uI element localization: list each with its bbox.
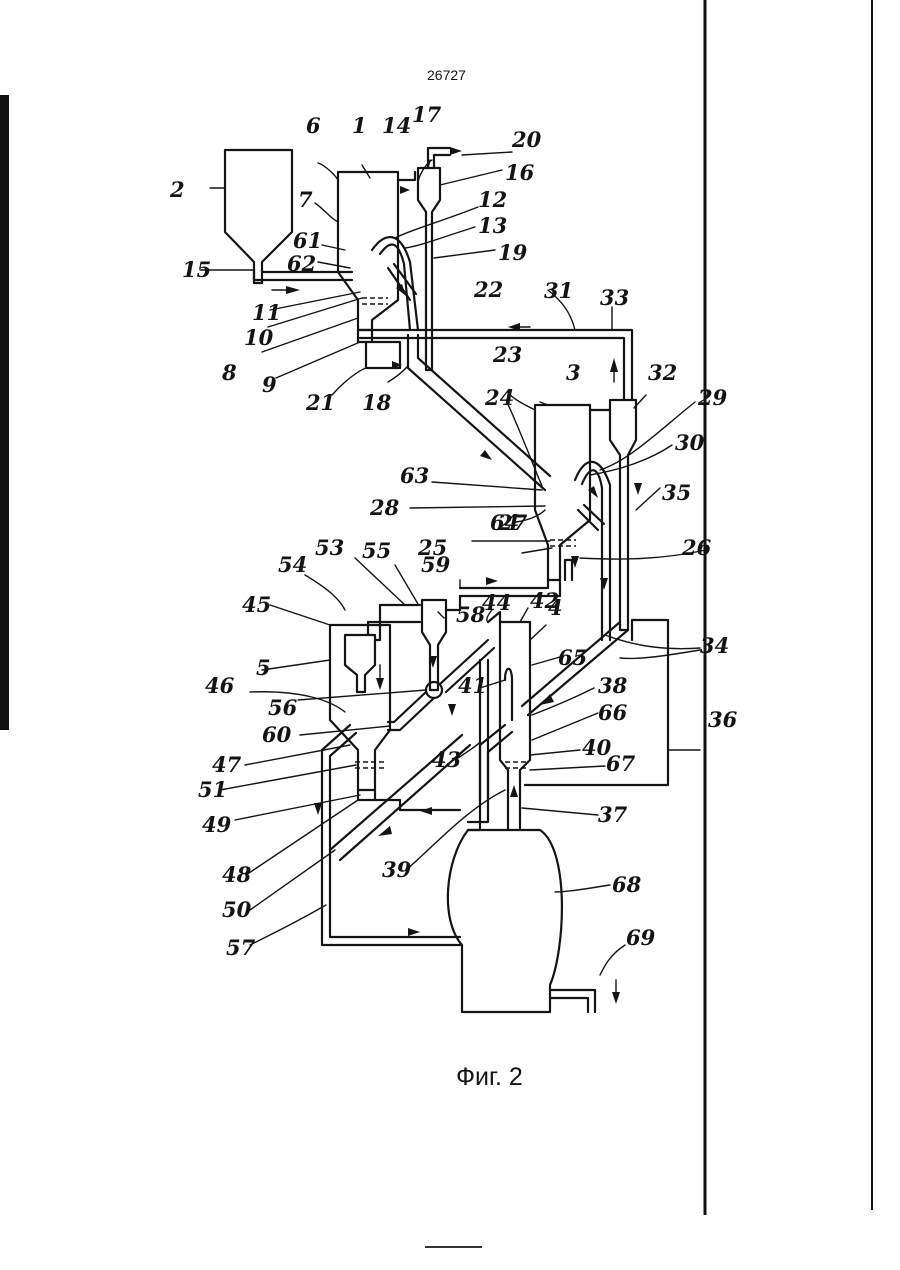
label-39: 39 (382, 857, 412, 882)
apparatus-3 (535, 405, 590, 580)
label-57: 57 (226, 935, 256, 960)
label-66: 66 (598, 700, 628, 725)
label-45: 45 (242, 592, 271, 617)
label-43: 43 (432, 747, 461, 772)
apparatus-68 (448, 830, 620, 1012)
cyclone-32 (590, 358, 642, 630)
label-65: 65 (558, 645, 587, 670)
pipe-37 (508, 785, 520, 830)
label-30: 30 (675, 430, 705, 455)
label-1: 1 (352, 113, 367, 138)
label-51: 51 (198, 777, 227, 802)
label-17: 17 (412, 102, 442, 127)
label-53: 53 (315, 535, 344, 560)
label-56: 56 (268, 695, 298, 720)
label-34: 34 (700, 633, 729, 658)
label-7: 7 (298, 187, 313, 212)
label-38: 38 (598, 673, 628, 698)
apparatus-1 (338, 165, 415, 342)
label-64: 64 (490, 510, 519, 535)
label-15: 15 (182, 257, 211, 282)
apparatus-4 (488, 612, 530, 790)
label-49: 49 (202, 812, 232, 837)
label-37: 37 (598, 802, 628, 827)
label-28: 28 (369, 495, 400, 520)
label-14: 14 (382, 113, 411, 138)
label-32: 32 (648, 360, 677, 385)
cyclone-58 (422, 596, 460, 716)
label-46: 46 (205, 673, 235, 698)
cyclone-16 (418, 147, 462, 370)
label-5: 5 (256, 655, 271, 680)
label-55: 55 (362, 538, 391, 563)
label-69: 69 (626, 925, 656, 950)
label-9: 9 (262, 372, 277, 397)
page-number: 26727 (427, 67, 466, 83)
label-21: 21 (305, 390, 335, 415)
label-60: 60 (262, 722, 292, 747)
label-11: 11 (252, 300, 281, 325)
label-20: 20 (511, 127, 542, 152)
label-63: 63 (400, 463, 429, 488)
label-41: 41 (458, 673, 487, 698)
label-26: 26 (681, 535, 712, 560)
label-48: 48 (222, 862, 252, 887)
label-42: 42 (530, 588, 559, 613)
label-2: 2 (169, 177, 185, 202)
label-18: 18 (362, 390, 392, 415)
label-23: 23 (492, 342, 522, 367)
label-35: 35 (662, 480, 691, 505)
label-47: 47 (212, 752, 242, 777)
label-50: 50 (222, 897, 252, 922)
cyclone-45 (345, 605, 420, 692)
label-12: 12 (478, 187, 507, 212)
label-13: 13 (478, 213, 507, 238)
label-54: 54 (278, 552, 307, 577)
pipe-21 (366, 342, 402, 369)
apparatus-5 (330, 625, 390, 800)
left-edge-scan-bar (0, 95, 9, 730)
label-10: 10 (244, 325, 274, 350)
label-68: 68 (612, 872, 642, 897)
figure-caption: Фиг. 2 (456, 1063, 523, 1091)
label-19: 19 (498, 240, 528, 265)
pipe-43 (468, 725, 512, 830)
pipe-18 (408, 335, 550, 490)
label-31: 31 (544, 278, 573, 303)
hopper-2 (225, 150, 292, 283)
label-16: 16 (505, 160, 535, 185)
reference-numerals: 1 2 3 4 5 6 7 8 9 10 11 12 13 14 15 16 1… (169, 102, 738, 960)
label-29: 29 (697, 385, 728, 410)
label-36: 36 (708, 707, 738, 732)
label-58: 58 (456, 602, 486, 627)
leader-lines (200, 152, 706, 975)
label-44: 44 (482, 590, 511, 615)
label-59: 59 (421, 552, 451, 577)
label-67: 67 (606, 751, 636, 776)
label-61: 61 (293, 228, 322, 253)
riser-29 (575, 462, 610, 640)
label-3: 3 (566, 360, 581, 385)
label-24: 24 (484, 385, 514, 410)
label-62: 62 (287, 251, 316, 276)
label-22: 22 (473, 277, 503, 302)
label-6: 6 (306, 113, 321, 138)
label-33: 33 (600, 285, 629, 310)
label-8: 8 (221, 360, 237, 385)
